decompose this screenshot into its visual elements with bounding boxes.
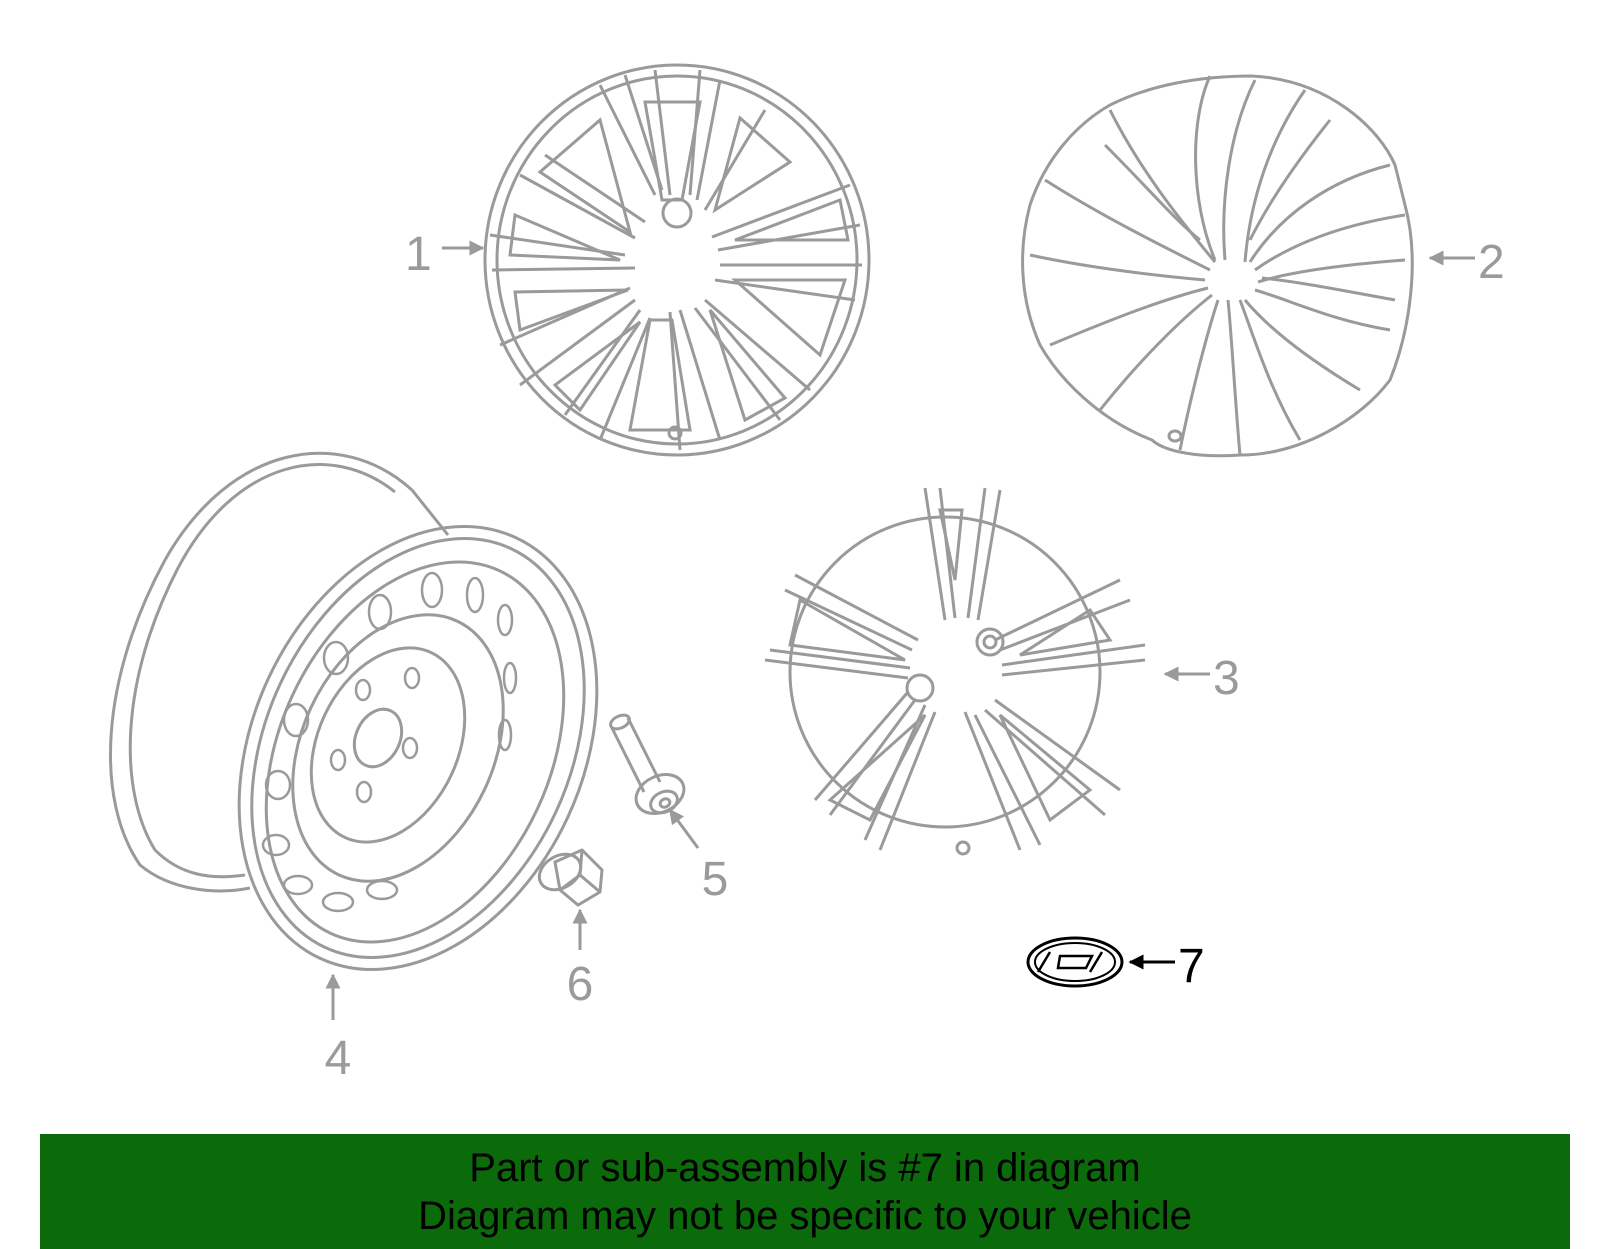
- callout-number-3: 3: [1213, 652, 1240, 705]
- callout-number-4: 4: [325, 1032, 352, 1085]
- emblem-part-7[interactable]: [1026, 936, 1124, 988]
- callout-number-6: 6: [567, 958, 594, 1011]
- callout-number-2: 2: [1478, 236, 1505, 289]
- callout-arrow-5: [668, 808, 700, 849]
- callout-number-7: 7: [1178, 940, 1205, 993]
- callout-number-1: 1: [405, 228, 432, 281]
- wheel-part-1[interactable]: [483, 63, 871, 457]
- banner-line-2: Diagram may not be specific to your vehi…: [418, 1193, 1192, 1238]
- wheel-part-3[interactable]: [764, 487, 1146, 856]
- wheel-part-2[interactable]: [1021, 74, 1414, 458]
- info-banner: Part or sub-assembly is #7 in diagram Di…: [40, 1134, 1570, 1249]
- callout-number-5: 5: [702, 853, 729, 906]
- wheel-part-4[interactable]: [108, 451, 665, 1028]
- wheel-stud-part-5[interactable]: [608, 712, 690, 821]
- banner-line-1: Part or sub-assembly is #7 in diagram: [469, 1145, 1141, 1190]
- lug-nut-part-6[interactable]: [533, 847, 604, 907]
